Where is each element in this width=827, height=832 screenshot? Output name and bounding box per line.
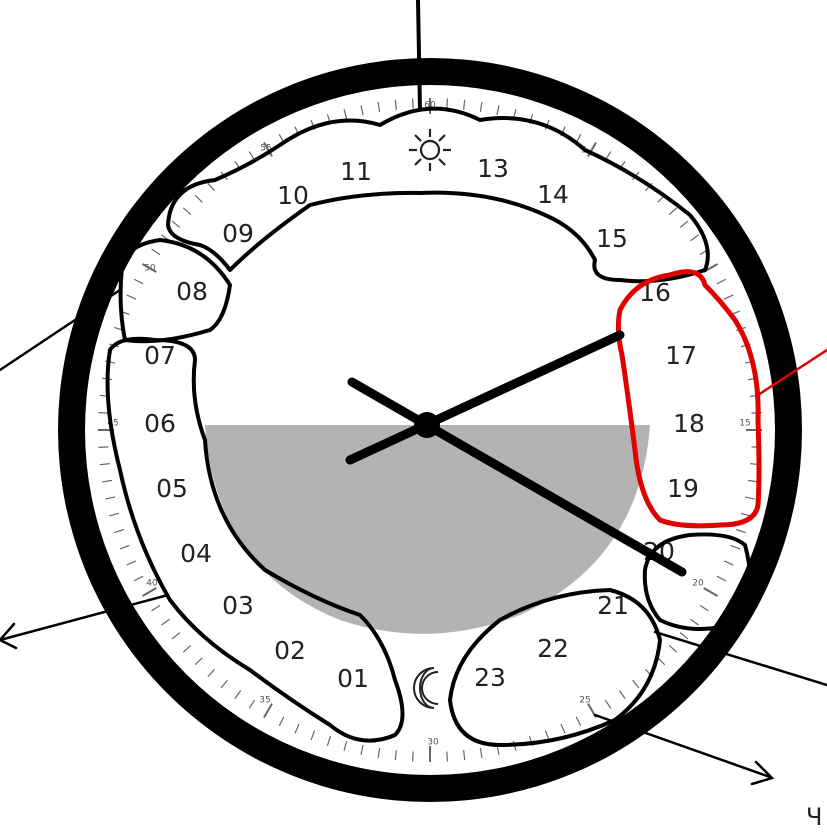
hour-label-10: 10	[277, 181, 309, 210]
hour-label-13: 13	[477, 154, 509, 183]
hour-label-09: 09	[222, 219, 254, 248]
hour-label-15: 15	[596, 224, 628, 253]
tick-mark	[413, 752, 414, 762]
hour-label-14: 14	[537, 180, 569, 209]
tick-mark	[98, 447, 108, 448]
noon-pointer-line	[418, 0, 420, 110]
minute-label-40: 40	[146, 579, 158, 589]
hour-label-03: 03	[222, 591, 254, 620]
hour-label-22: 22	[537, 634, 569, 663]
tick-mark	[413, 98, 414, 108]
hand-pivot	[414, 412, 440, 438]
tick-mark	[447, 752, 448, 762]
hour-label-19: 19	[667, 474, 699, 503]
minute-label-35: 35	[259, 696, 270, 706]
minute-label-15: 15	[739, 419, 750, 429]
hour-label-06: 06	[144, 409, 176, 438]
hour-label-08: 08	[176, 277, 208, 306]
minute-label-20: 20	[692, 579, 704, 589]
hour-label-23: 23	[474, 663, 506, 692]
hour-label-17: 17	[665, 341, 697, 370]
hour-label-01: 01	[337, 664, 369, 693]
hour-label-02: 02	[274, 636, 306, 665]
hour-label-18: 18	[673, 409, 705, 438]
minute-label-50: 50	[144, 264, 156, 274]
bottom-right-label: Ч	[806, 803, 822, 831]
minute-label-25: 25	[579, 696, 590, 706]
tick-mark	[447, 98, 448, 108]
hour-label-05: 05	[156, 474, 188, 503]
hour-label-07: 07	[144, 341, 176, 370]
hour-label-04: 04	[180, 539, 212, 568]
hour-label-11: 11	[340, 157, 372, 186]
minute-label-30: 30	[427, 738, 439, 748]
tick-mark	[98, 413, 108, 414]
